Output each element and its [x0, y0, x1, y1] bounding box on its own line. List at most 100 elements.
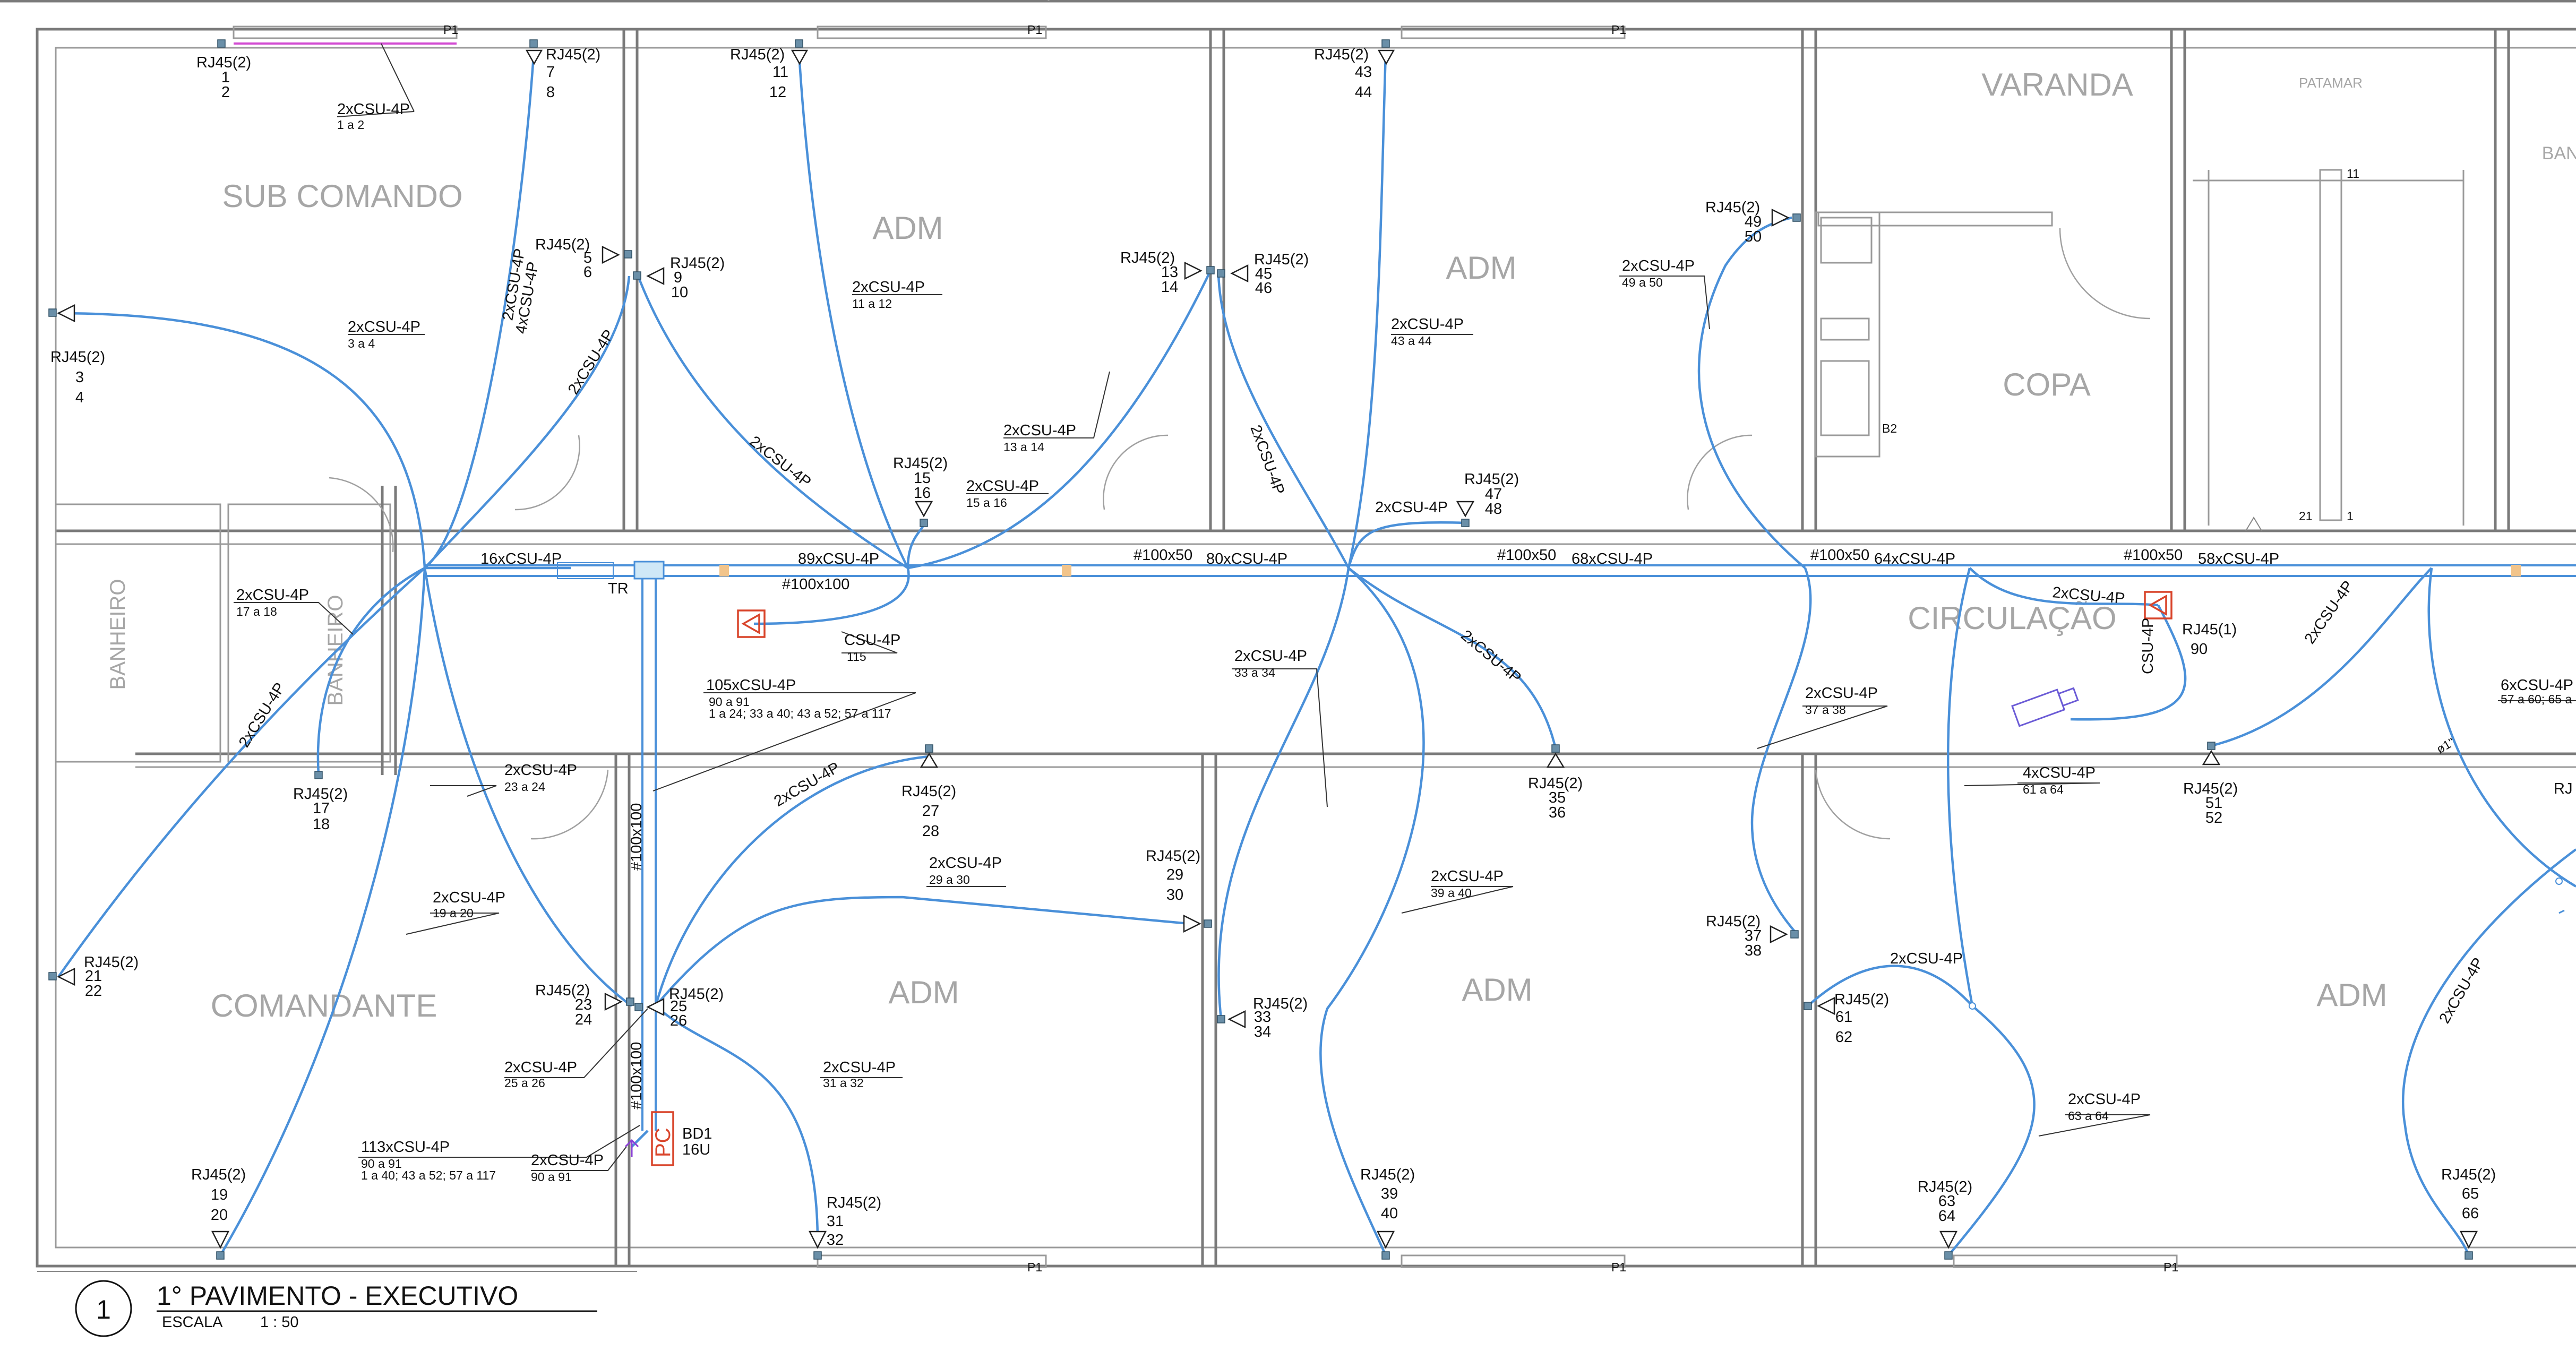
cable-sublabel: 31 a 32: [823, 1076, 864, 1090]
svg-text:9: 9: [674, 269, 682, 286]
door-swing-1: [514, 435, 580, 511]
outlet-icon: [633, 271, 641, 280]
svg-text:14: 14: [1161, 279, 1178, 296]
cable-29-30: [655, 896, 1190, 1007]
cable-45-46: [1217, 273, 1350, 569]
leader-1-2: [381, 43, 415, 112]
outlet-45-46: RJ45(2) 45 46: [1254, 251, 1309, 297]
cable-33-34: [1217, 567, 1350, 1020]
outlet-11-12: RJ45(2) 11 12: [730, 46, 788, 101]
svg-text:15: 15: [914, 470, 931, 487]
cable-sublabel: 43 a 44: [1391, 334, 1432, 348]
cable-label: 2xCSU-4P: [2068, 1091, 2141, 1108]
room-label-varanda: VARANDA: [1981, 67, 2133, 102]
view-number-circle: [75, 1280, 132, 1337]
svg-text:RJ45(1): RJ45(1): [2182, 621, 2237, 638]
room-label-adm: ADM: [1446, 250, 1516, 286]
outlet-3-4: RJ45(2) 3 4: [50, 349, 105, 406]
outlet-icon: [1217, 269, 1225, 278]
cable-label: 2xCSU-4P: [929, 855, 1002, 872]
outlet-icon: [626, 997, 634, 1006]
svg-text:RJ45(2): RJ45(2): [535, 236, 590, 253]
cable-3-4: [58, 312, 426, 569]
outlet-icon: [925, 744, 933, 753]
run-label: CSU-4P: [2140, 618, 2157, 674]
svg-text:RJ45(2): RJ45(2): [1253, 995, 1308, 1012]
outlet-cut: RJ: [2554, 780, 2572, 797]
outlet-9-10: RJ45(2) 9 10: [670, 255, 725, 301]
svg-text:63: 63: [1938, 1193, 1955, 1210]
drawing-title: 1° PAVIMENTO - EXECUTIVO: [157, 1281, 518, 1311]
outlet-triangle-icon: [1376, 1230, 1395, 1249]
outlet-13-14: RJ45(2) 13 14: [1120, 249, 1178, 296]
cable-51-52: [2211, 567, 2433, 747]
leader-1-2-h: [337, 111, 415, 117]
svg-text:7: 7: [546, 64, 555, 81]
cable-sublabel: 25 a 26: [504, 1076, 545, 1090]
svg-text:1: 1: [221, 69, 230, 86]
cable-label: 2xCSU-4P: [1805, 685, 1878, 702]
cable-sublabel: 1 a 2: [337, 118, 364, 132]
access-point-glyph: [2148, 594, 2167, 616]
varanda-window: [1817, 211, 2053, 227]
leader-4x: [1964, 782, 2100, 786]
door-swing-3: [1687, 434, 1753, 510]
outlet-icon: [634, 1003, 643, 1011]
svg-text:18: 18: [313, 816, 330, 833]
svg-text:27: 27: [922, 803, 939, 820]
outlet-15-16: RJ45(2) 15 16: [893, 455, 948, 502]
leader-90-91: [531, 1146, 627, 1171]
leader-23-24: [430, 785, 497, 797]
room-label-patamar: PATAMAR: [2299, 75, 2363, 91]
cable-junction: [1969, 1002, 1976, 1010]
leader-33-34: [1232, 668, 1328, 807]
svg-text:RJ45(2): RJ45(2): [1146, 848, 1200, 865]
svg-text:49: 49: [1745, 213, 1762, 230]
cable-label: 2xCSU-4P: [1375, 499, 1448, 516]
outer-wall: [36, 28, 2576, 1268]
outlet-icon: [529, 39, 538, 48]
marker-label: 21: [2299, 509, 2313, 523]
door-label: P1: [443, 23, 458, 37]
outlet-triangle-icon: [2459, 1230, 2478, 1249]
outlet-icon: [1204, 919, 1212, 928]
cable-17-18: [316, 567, 426, 776]
cable-label: 2xCSU-4P: [823, 1059, 896, 1076]
door-label: P1: [1027, 23, 1042, 37]
outlet-triangle-icon: [646, 266, 665, 286]
cable-31-32: [655, 1005, 819, 1243]
cable-7-8: [424, 55, 535, 569]
svg-text:39: 39: [1381, 1185, 1398, 1202]
leaders: [234, 43, 2576, 1171]
cable-sublabel: 11 a 12: [852, 297, 892, 311]
svg-text:RJ45(2): RJ45(2): [84, 954, 139, 971]
cable-csu-90: [1969, 567, 2159, 607]
run-label: 6xCSU-4P: [2501, 677, 2573, 694]
svg-text:29: 29: [1166, 866, 1183, 883]
svg-text:RJ45(2): RJ45(2): [1528, 775, 1583, 792]
riser-arrow-icon: [624, 1139, 639, 1157]
bathroom-2-walls: [227, 503, 391, 763]
cable-trays: [425, 561, 2576, 1131]
cable-label: 2xCSU-4P: [1003, 422, 1076, 439]
outlet-triangle-icon: [602, 245, 620, 264]
room-label-adm: ADM: [1462, 972, 1532, 1008]
svg-text:52: 52: [2205, 810, 2222, 827]
outlet-63-64: RJ45(2) 63 64: [1918, 1178, 1972, 1225]
svg-text:40: 40: [1381, 1205, 1398, 1222]
cable-90-91-rack: [631, 1130, 649, 1148]
cable-27-28: [654, 755, 930, 1006]
svg-text:43: 43: [1355, 64, 1372, 81]
outlet-triangle-icon: [1184, 261, 1203, 280]
run-label: 89xCSU-4P: [798, 550, 879, 567]
outlet-triangle-icon: [791, 49, 809, 65]
svg-text:19: 19: [211, 1186, 228, 1203]
svg-text:RJ45(2): RJ45(2): [1314, 46, 1369, 63]
outlet-triangle-icon: [1377, 49, 1395, 65]
bathroom-1-walls: [55, 503, 221, 763]
window-2: [817, 25, 1047, 39]
leader-115: [841, 631, 898, 653]
outlet-icon: [624, 250, 632, 259]
svg-text:51: 51: [2205, 795, 2222, 812]
run-label: 16xCSU-4P: [480, 550, 562, 567]
